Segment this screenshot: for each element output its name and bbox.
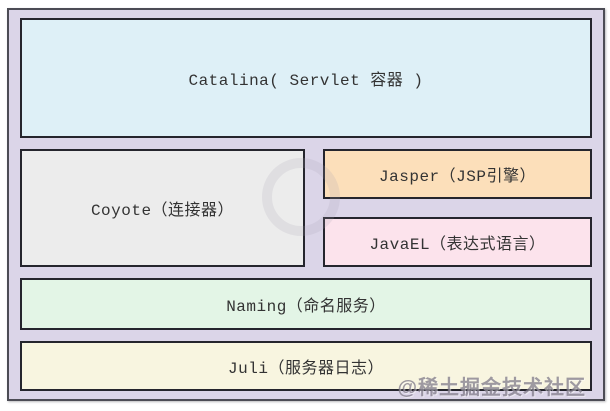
block-jasper-jsp-engine: Jasper（JSP引擎）: [323, 149, 592, 199]
tomcat-architecture-container: Catalina( Servlet 容器 ) Coyote（连接器） Jaspe…: [7, 8, 605, 401]
middle-row: Coyote（连接器） Jasper（JSP引擎） JavaEL（表达式语言）: [20, 149, 592, 267]
block-catalina-servlet-container: Catalina( Servlet 容器 ): [20, 18, 592, 138]
block-juli-server-log: Juli（服务器日志）: [20, 341, 592, 391]
block-coyote-label: Coyote（连接器）: [90, 202, 235, 220]
right-column: Jasper（JSP引擎） JavaEL（表达式语言）: [323, 149, 592, 267]
block-naming-label: Naming（命名服务）: [226, 298, 386, 316]
block-coyote-connector: Coyote（连接器）: [20, 149, 305, 267]
block-naming-service: Naming（命名服务）: [20, 278, 592, 330]
block-juli-label: Juli（服务器日志）: [228, 360, 384, 378]
block-javael-expression-language: JavaEL（表达式语言）: [323, 217, 592, 267]
block-jasper-label: Jasper（JSP引擎）: [379, 168, 536, 186]
block-catalina-label: Catalina( Servlet 容器 ): [188, 72, 424, 90]
block-javael-label: JavaEL（表达式语言）: [369, 236, 546, 254]
